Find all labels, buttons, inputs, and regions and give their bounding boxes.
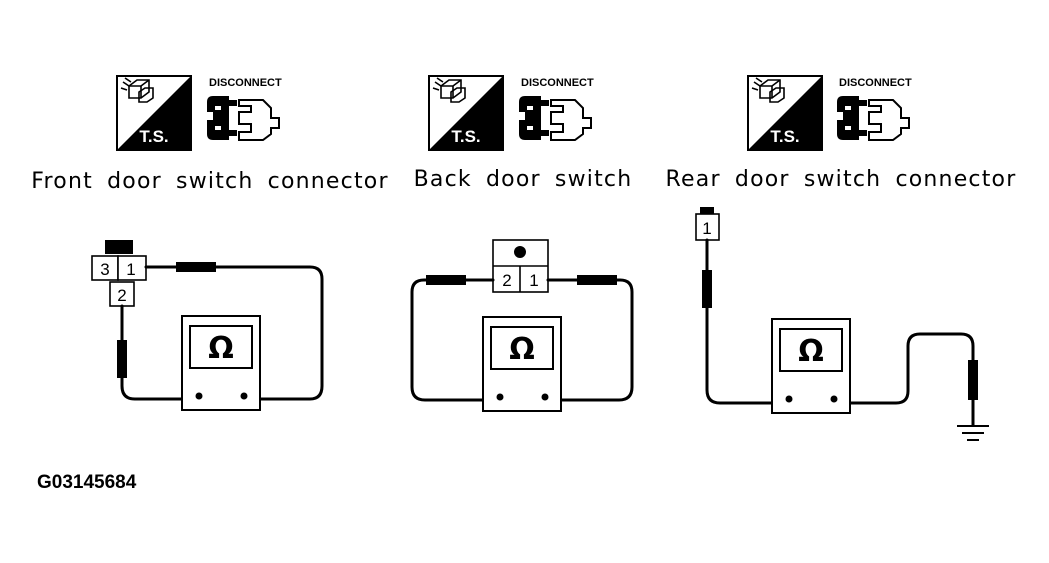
test-lead [120, 304, 201, 401]
connector-lock-tab [105, 240, 133, 254]
test-lead [705, 238, 791, 405]
disconnect-connector-icon [206, 95, 280, 141]
disconnect-label: DISCONNECT [839, 77, 912, 89]
probe [117, 340, 127, 378]
disconnect-label: DISCONNECT [209, 77, 282, 89]
test-lead [544, 278, 634, 402]
terminal-number: 1 [702, 219, 711, 238]
test-lead [144, 265, 324, 401]
ohm-symbol: Ω [509, 332, 535, 367]
terminal-number: 3 [100, 260, 109, 279]
disconnect-label: DISCONNECT [521, 77, 594, 89]
figure-code: G03145684 [37, 472, 137, 493]
terminal-number: 1 [529, 271, 538, 290]
disconnect-connector-icon [518, 95, 592, 141]
ground-icon [957, 425, 989, 441]
terminal-box [91, 255, 119, 281]
ts-label: T.S. [451, 127, 480, 146]
connector-lock-tab [700, 207, 714, 214]
caption-rear-door: Rear door switch connector [666, 167, 1017, 192]
probe [968, 360, 978, 400]
test-lead [832, 332, 975, 427]
connector-marker [514, 246, 526, 258]
panel-front-door: T.S. DISCONNECT Front door switch connec… [31, 75, 388, 411]
terminal-number: 1 [126, 260, 135, 279]
test-lead [410, 278, 495, 402]
probe [702, 270, 712, 308]
caption-back-door: Back door switch [414, 167, 633, 192]
terminal-box [117, 255, 147, 281]
panel-rear-door: T.S. DISCONNECT Rear door switch connect… [666, 75, 1017, 441]
ts-label: T.S. [770, 127, 799, 146]
ohm-symbol: Ω [208, 331, 234, 366]
probe [176, 262, 216, 272]
terminal-number: 2 [117, 286, 126, 305]
disconnect-connector-icon [836, 95, 910, 141]
probe [577, 275, 617, 285]
terminal-number: 2 [502, 271, 511, 290]
caption-front-door: Front door switch connector [31, 169, 388, 194]
ts-label: T.S. [139, 127, 168, 146]
panel-back-door: T.S. DISCONNECT Back door switch 2 1 Ω [410, 75, 634, 412]
ohm-symbol: Ω [798, 334, 824, 369]
probe [426, 275, 466, 285]
